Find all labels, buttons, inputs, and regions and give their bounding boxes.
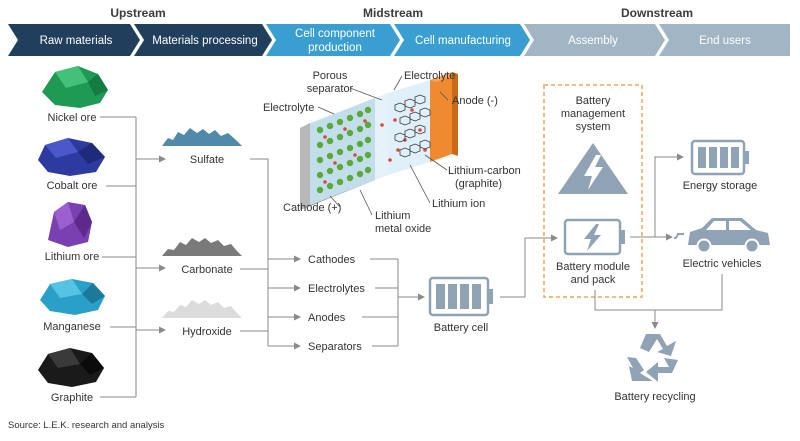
raw-lithium-ore: Lithium ore <box>45 251 99 263</box>
cell-to-module-connector <box>500 234 558 298</box>
step-materials-processing: Materials processing <box>152 35 257 47</box>
hydroxide-pile-icon <box>162 300 242 318</box>
process-sulfate: Sulfate <box>190 154 224 166</box>
cell-label-graphite: (graphite) <box>455 178 502 190</box>
lithium-metal-oxide-particles <box>316 106 372 194</box>
stage-midstream: Midstream <box>363 6 423 20</box>
cell-label-lithium-carbon: Lithium-carbon <box>448 165 521 177</box>
lightning-warning-icon <box>558 143 628 194</box>
raw-graphite: Graphite <box>51 392 93 404</box>
nickel-ore-icon <box>42 66 108 108</box>
value-chain-chevrons: Raw materials Materials processing Cell … <box>8 24 790 56</box>
cell-label-metal-oxide: metal oxide <box>375 223 431 235</box>
graphite-lattice <box>394 94 431 158</box>
raw-to-processing-connectors <box>100 116 166 398</box>
stage-upstream: Upstream <box>110 6 165 20</box>
recycling-connectors <box>594 274 723 329</box>
chevron-cell-manufacturing <box>394 24 530 56</box>
chevron-raw-materials <box>8 24 140 56</box>
step-cell-component-1: Cell component <box>295 28 376 40</box>
module-label-2: and pack <box>571 274 616 286</box>
cell-label-cathode: Cathode (+) <box>283 202 341 214</box>
module-label-1: Battery module <box>556 261 630 273</box>
graphite-icon <box>38 348 104 387</box>
step-raw-materials: Raw materials <box>40 35 113 47</box>
end-user-energy-storage: Energy storage <box>683 180 758 192</box>
raw-manganese: Manganese <box>43 321 101 333</box>
cell-label-electrolyte-top: Electrolyte <box>404 70 455 82</box>
component-separators: Separators <box>308 341 362 353</box>
cell-label-porous: Porous <box>313 70 348 82</box>
raw-cobalt-ore: Cobalt ore <box>47 180 98 192</box>
battery-module-icon <box>563 218 625 256</box>
processing-to-components-connectors <box>240 158 301 350</box>
carbonate-pile-icon <box>162 238 242 256</box>
end-user-electric-vehicles: Electric vehicles <box>683 258 762 270</box>
cell-label-anode: Anode (-) <box>452 95 498 107</box>
step-end-users: End users <box>699 35 751 47</box>
assembly-dashed-box <box>543 84 643 298</box>
bms-label-1: Battery <box>576 95 611 107</box>
step-assembly: Assembly <box>568 35 618 47</box>
cell-label-separator: separator <box>307 83 354 95</box>
cell-cross-section-illustration <box>300 72 458 210</box>
recycling-icon <box>627 334 678 382</box>
cell-label-lithium-ion: Lithium ion <box>432 198 485 210</box>
sulfate-pile-icon <box>162 128 242 146</box>
manganese-icon <box>40 279 105 315</box>
component-cathodes: Cathodes <box>308 254 356 266</box>
chevron-end-users <box>659 24 790 56</box>
stage-downstream: Downstream <box>621 6 693 20</box>
cell-label-electrolyte-left: Electrolyte <box>263 102 314 114</box>
battery-cell-label: Battery cell <box>434 322 488 334</box>
battery-cell-icon <box>428 276 493 317</box>
process-hydroxide: Hydroxide <box>182 326 232 338</box>
component-electrolytes: Electrolytes <box>308 283 365 295</box>
step-cell-component-2: production <box>308 42 362 54</box>
bms-label-3: system <box>576 121 611 133</box>
components-to-cell-connectors <box>362 258 425 347</box>
bms-label-2: management <box>561 108 625 120</box>
chevron-materials-processing <box>134 24 272 56</box>
raw-nickel-ore: Nickel ore <box>48 112 97 124</box>
chevron-cell-component <box>266 24 400 56</box>
module-to-end-users-connectors <box>630 153 684 241</box>
component-anodes: Anodes <box>308 312 346 324</box>
battery-recycling-label: Battery recycling <box>614 391 695 403</box>
process-carbonate: Carbonate <box>181 264 232 276</box>
lithium-ion-particles <box>323 108 427 184</box>
cobalt-ore-icon <box>38 138 105 176</box>
cell-label-lithium: Lithium <box>375 210 410 222</box>
chevron-assembly <box>524 24 665 56</box>
cell-leader-lines <box>317 75 449 216</box>
energy-storage-icon <box>690 139 749 176</box>
source-note: Source: L.E.K. research and analysis <box>8 420 165 431</box>
step-cell-manufacturing: Cell manufacturing <box>415 35 511 47</box>
electric-vehicle-icon <box>674 218 770 254</box>
lithium-ore-icon <box>48 202 92 247</box>
